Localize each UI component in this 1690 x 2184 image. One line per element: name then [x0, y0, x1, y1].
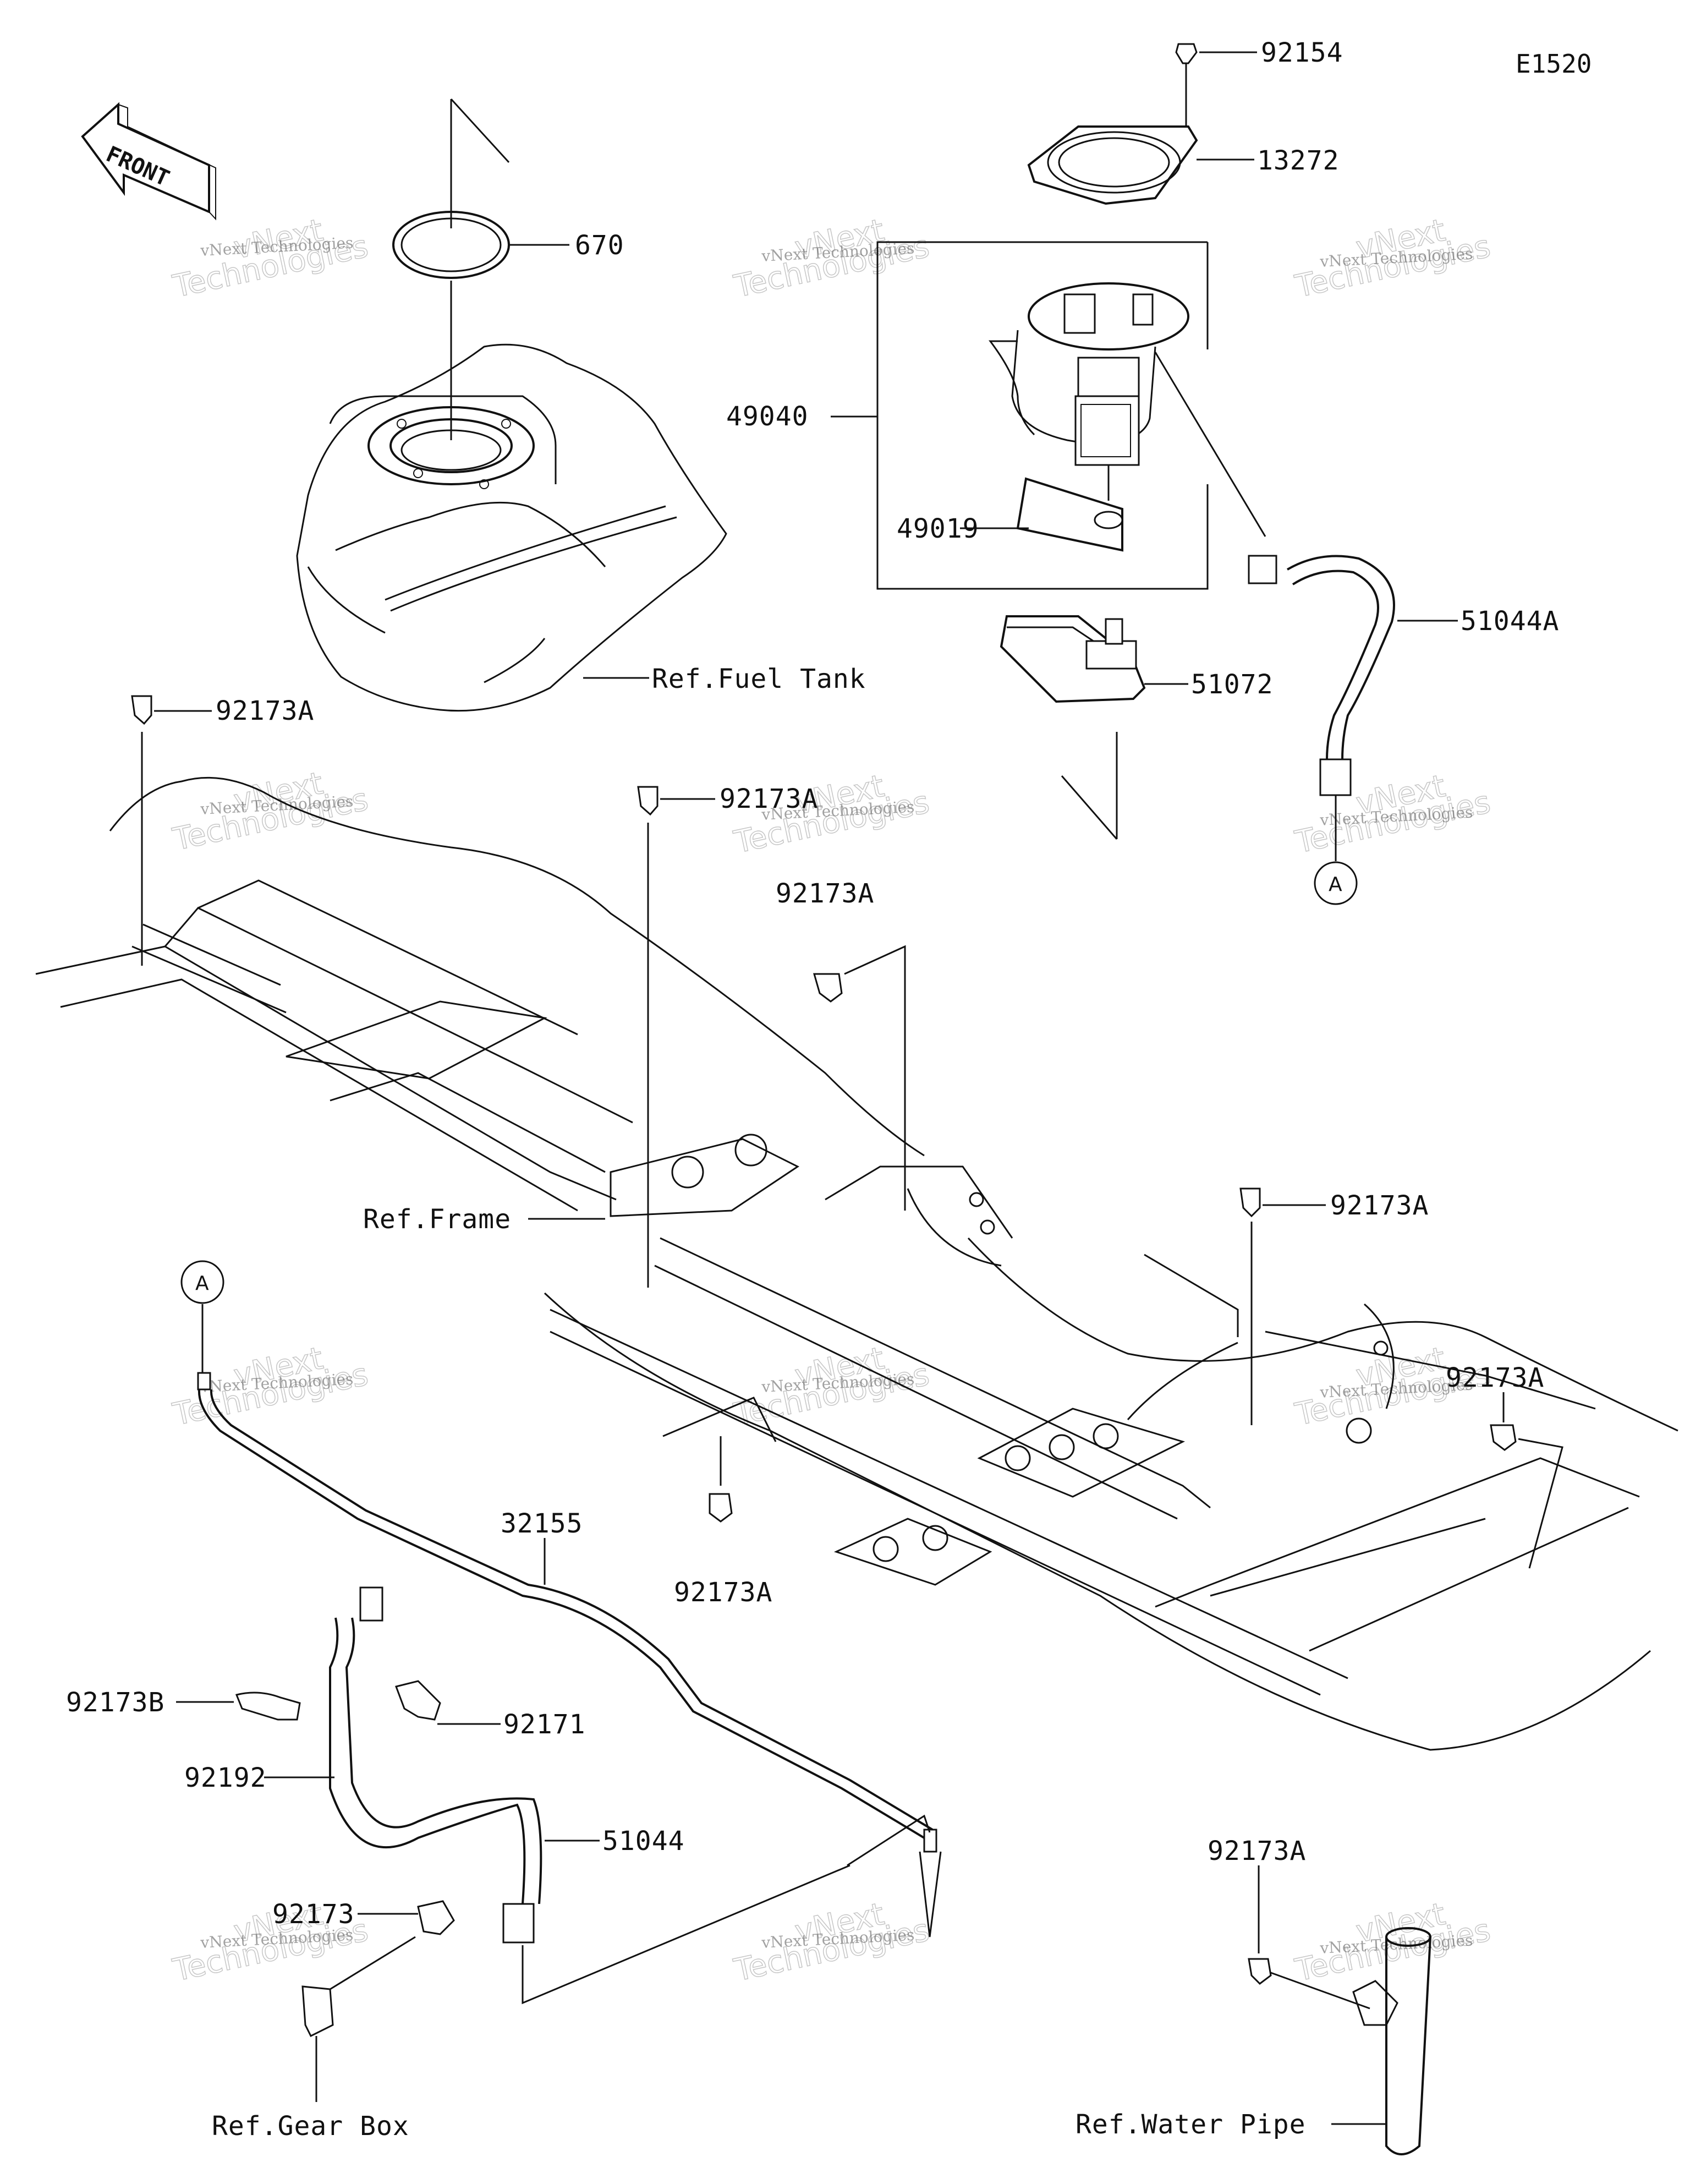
front-arrow-label: FRONT — [102, 141, 173, 191]
connector-marker-a-left: A — [180, 1260, 224, 1376]
part-label-49019: 49019 — [897, 513, 979, 544]
clip-92173A-5 — [1490, 1392, 1563, 1569]
part-label-92173B: 92173B — [66, 1687, 164, 1718]
part-label-92173A-3: 92173A — [776, 878, 874, 909]
pipe-32155 — [197, 1372, 942, 1937]
filter-51072 — [1000, 615, 1188, 840]
clamp-92173B — [176, 1692, 301, 1721]
part-label-92173A-2: 92173A — [720, 784, 818, 814]
watermark-8: vNext Technologies vNext Technologies — [731, 1340, 933, 1433]
o-ring-670 — [392, 98, 569, 440]
clip-92173A-2 — [637, 786, 715, 1288]
watermark-11: vNext Technologies vNext Technologies — [731, 1896, 933, 1989]
part-label-92173A-5: 92173A — [1446, 1362, 1544, 1393]
watermark-3: vNext Technologies vNext Technologies — [1292, 212, 1494, 305]
part-label-92192: 92192 — [184, 1762, 267, 1793]
connector-marker-a-top: A — [1314, 861, 1358, 905]
clip-92173A-3 — [813, 945, 906, 1211]
frame-ref — [35, 776, 1678, 1751]
ref-label-frame: Ref.Frame — [363, 1204, 511, 1235]
ref-label-fuel-tank: Ref.Fuel Tank — [652, 664, 866, 694]
part-label-670: 670 — [575, 230, 624, 261]
water-pipe-ref — [1331, 1927, 1431, 2155]
part-label-51044: 51044 — [602, 1826, 685, 1857]
clip-92173A-7 — [1248, 1865, 1370, 2010]
part-label-92173: 92173 — [272, 1899, 355, 1930]
part-label-51044A: 51044A — [1461, 606, 1559, 637]
bolt-92154 — [1175, 43, 1257, 127]
clip-92173A-4 — [1239, 1187, 1326, 1425]
part-label-92171: 92171 — [503, 1709, 586, 1740]
hose-51044A — [1154, 352, 1458, 861]
svg-text:A: A — [1329, 873, 1342, 896]
part-label-92173A-4: 92173A — [1330, 1190, 1429, 1221]
watermark-5: vNext Technologies vNext Technologies — [731, 768, 933, 861]
clamp-92171 — [395, 1680, 501, 1725]
part-label-92173A-6: 92173A — [674, 1577, 772, 1608]
ref-label-water-pipe: Ref.Water Pipe — [1076, 2109, 1306, 2140]
part-label-13272: 13272 — [1257, 145, 1340, 176]
clip-92173 — [301, 1900, 455, 2102]
part-label-51072: 51072 — [1191, 669, 1274, 700]
diagram-code: E1520 — [1516, 49, 1592, 79]
part-label-92154: 92154 — [1261, 37, 1343, 68]
part-label-49040: 49040 — [726, 401, 809, 432]
part-label-92173A-1: 92173A — [216, 696, 314, 726]
watermark-4: vNext Technologies vNext Technologies — [169, 765, 372, 858]
watermark-1: vNext Technologies vNext Technologies — [169, 212, 372, 305]
clip-92173A-1 — [131, 695, 212, 966]
watermark-2: vNext Technologies vNext Technologies — [731, 212, 933, 305]
gasket-13272 — [1027, 125, 1254, 205]
hose-51044 — [264, 1586, 851, 2005]
part-label-32155: 32155 — [501, 1508, 583, 1539]
ref-label-gear-box: Ref.Gear Box — [212, 2111, 409, 2142]
front-arrow-icon: FRONT — [81, 102, 216, 221]
fuel-pump-assembly-49040 — [831, 241, 1209, 590]
svg-text:A: A — [195, 1272, 209, 1295]
clip-92173A-6 — [662, 1397, 777, 1523]
part-label-92173A-7: 92173A — [1208, 1836, 1306, 1866]
fuel-tank-ref — [296, 343, 727, 712]
watermark-group: vNext Technologies vNext Technologies vN… — [169, 212, 1494, 1989]
